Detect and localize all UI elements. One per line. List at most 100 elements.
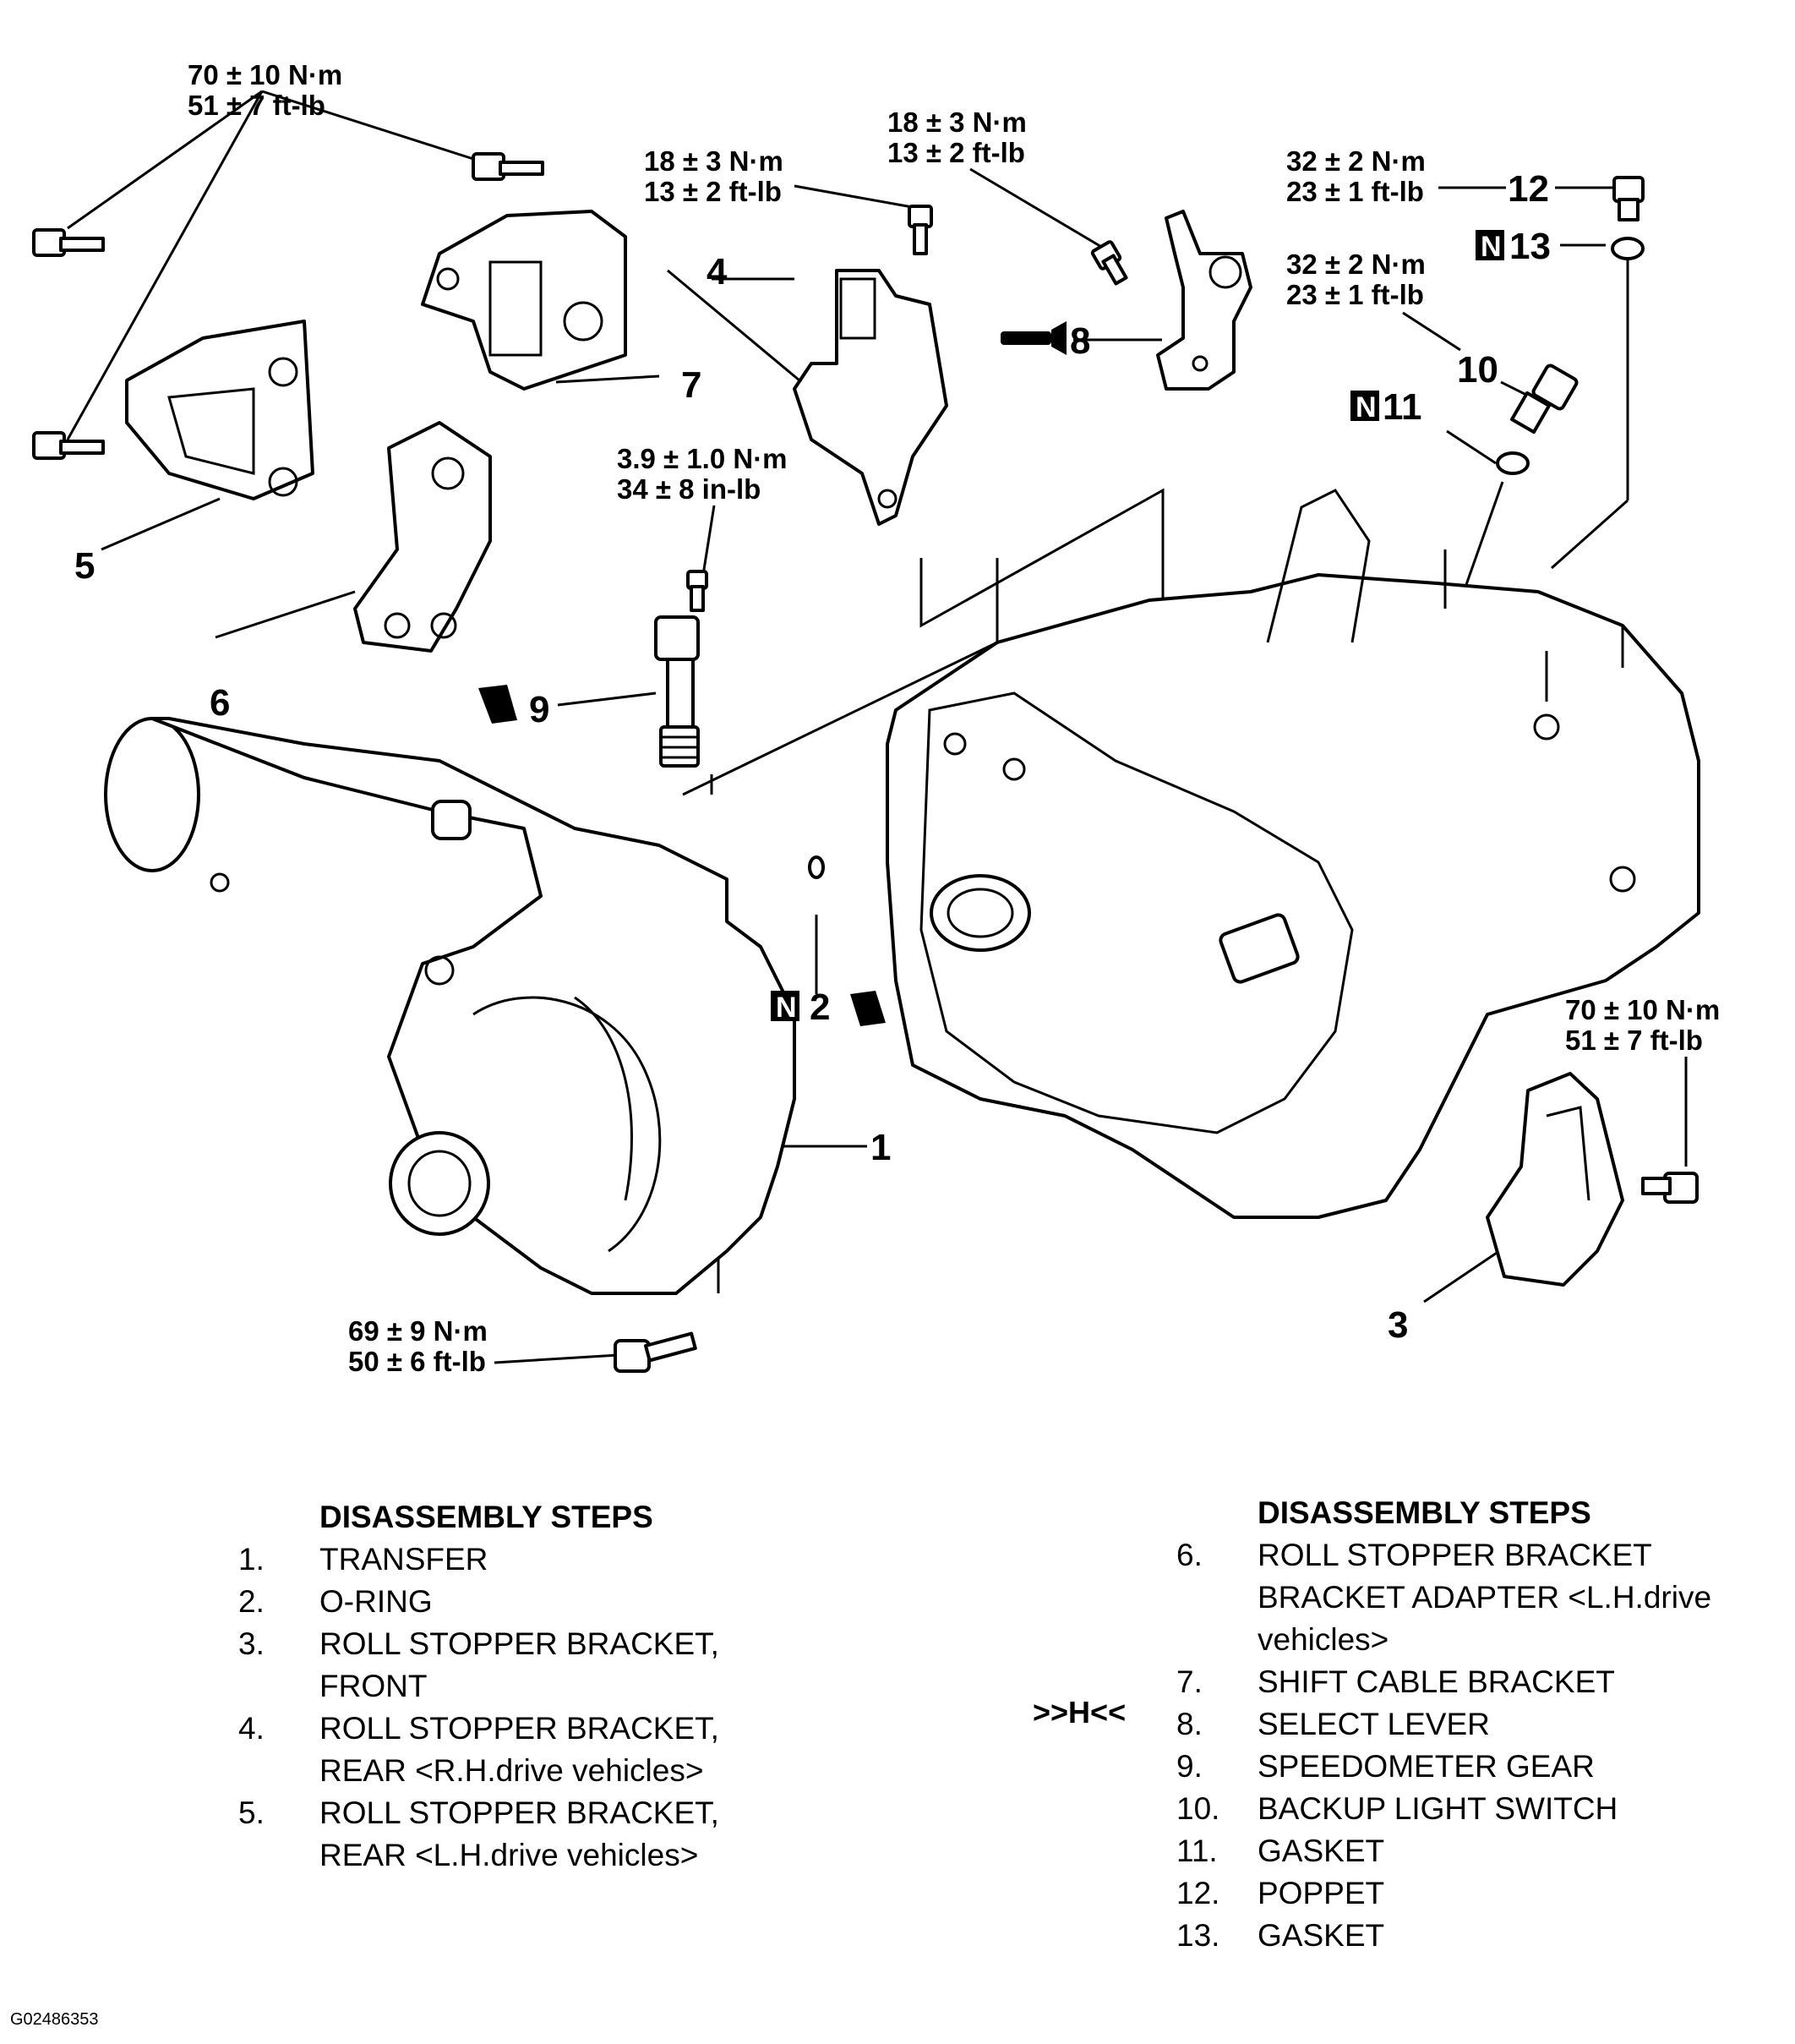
- callout-5: 5: [74, 545, 95, 587]
- bracket-bolt: [1090, 240, 1128, 286]
- step-label: O-RING: [319, 1584, 433, 1619]
- select-lever: [1156, 210, 1252, 391]
- step-label: BACKUP LIGHT SWITCH: [1258, 1791, 1618, 1826]
- step-label: FRONT: [319, 1669, 428, 1703]
- step-item-continued: REAR <L.H.drive vehicles>: [238, 1834, 813, 1877]
- step-label: GASKET: [1258, 1834, 1385, 1868]
- bracket-bolt: [472, 152, 544, 181]
- step-number: 2.: [238, 1584, 265, 1619]
- step-item: 4. ROLL STOPPER BRACKET,: [238, 1708, 813, 1750]
- torque-transfer-bolt-imperial: 50 ± 6 ft-lb: [348, 1346, 486, 1377]
- callout-7: 7: [681, 364, 701, 406]
- torque-bolt-8-metric: 18 ± 3 N·m: [887, 107, 1027, 138]
- callout-11: 11: [1383, 386, 1422, 428]
- step-number: 11.: [1176, 1834, 1218, 1868]
- disassembly-steps-right: DISASSEMBLY STEPS 6. ROLL STOPPER BRACKE…: [1176, 1492, 1768, 1957]
- step-number: 13.: [1176, 1918, 1220, 1953]
- new-part-mark-13: N: [1476, 230, 1504, 263]
- step-number: 1.: [238, 1542, 265, 1577]
- grease-icon: [850, 991, 886, 1026]
- step-number: 5.: [238, 1795, 265, 1830]
- step-item: 1. TRANSFER: [238, 1538, 813, 1581]
- step-label: REAR <L.H.drive vehicles>: [319, 1838, 699, 1872]
- step-label: SELECT LEVER: [1258, 1707, 1490, 1741]
- step-label: REAR <R.H.drive vehicles>: [319, 1753, 704, 1788]
- step-number: 6.: [1176, 1538, 1203, 1572]
- torque-front-bracket-imperial: 51 ± 7 ft-lb: [1565, 1025, 1703, 1056]
- new-part-mark-11: N: [1350, 391, 1379, 424]
- torque-bolt-7-imperial: 13 ± 2 ft-lb: [644, 176, 782, 207]
- step-item-continued: FRONT: [238, 1665, 813, 1708]
- new-part-mark-2: N: [771, 991, 799, 1024]
- front-bracket-bolt: [1641, 1172, 1699, 1204]
- callout-9: 9: [529, 689, 549, 730]
- step-item: 13. GASKET: [1176, 1915, 1768, 1957]
- torque-poppet-metric: 32 ± 2 N·m: [1286, 145, 1426, 177]
- gasket-11: [1496, 451, 1530, 475]
- torque-backup-switch-imperial: 23 ± 1 ft-lb: [1286, 279, 1424, 310]
- step-label: vehicles>: [1258, 1622, 1389, 1657]
- roll-stopper-bracket-rear-lh: [125, 320, 314, 500]
- torque-bracket-bolts-metric: 70 ± 10 N·m: [188, 59, 342, 90]
- roll-stopper-bracket-front: [1486, 1072, 1624, 1287]
- step-item: 2. O-RING: [238, 1581, 813, 1623]
- callout-10: 10: [1457, 349, 1498, 391]
- step-label: TRANSFER: [319, 1542, 488, 1577]
- step-item: 8. SELECT LEVER: [1176, 1703, 1768, 1746]
- step-label: ROLL STOPPER BRACKET: [1258, 1538, 1652, 1572]
- gasket-13: [1611, 237, 1645, 260]
- speedometer-bolt: [686, 570, 708, 612]
- callout-12: 12: [1508, 168, 1549, 210]
- torque-speedo-metric: 3.9 ± 1.0 N·m: [617, 443, 788, 474]
- torque-poppet-imperial: 23 ± 1 ft-lb: [1286, 176, 1424, 207]
- callout-13: 13: [1509, 226, 1551, 267]
- roll-stopper-bracket-rear-rh: [421, 210, 627, 391]
- step-item: 5. ROLL STOPPER BRACKET,: [238, 1792, 813, 1834]
- poppet: [1612, 176, 1645, 221]
- figure-id: G02486353: [10, 2010, 99, 2029]
- callout-8: 8: [1070, 320, 1090, 362]
- step-item: 12. POPPET: [1176, 1872, 1768, 1915]
- step-label: ROLL STOPPER BRACKET,: [319, 1711, 719, 1746]
- transfer-bolt: [614, 1331, 697, 1373]
- backup-light-switch: [1510, 363, 1579, 434]
- callout-1: 1: [870, 1127, 891, 1168]
- torque-bolt-7-metric: 18 ± 3 N·m: [644, 145, 783, 177]
- step-item: 7. SHIFT CABLE BRACKET: [1176, 1661, 1768, 1703]
- step-item: 6. ROLL STOPPER BRACKET: [1176, 1534, 1768, 1577]
- step-number: 9.: [1176, 1749, 1203, 1784]
- steps-title: DISASSEMBLY STEPS: [319, 1500, 653, 1534]
- svg-text:N: N: [1356, 391, 1377, 424]
- step-item-continued: vehicles>: [1176, 1619, 1768, 1661]
- callout-2: 2: [810, 986, 830, 1028]
- step-label: ROLL STOPPER BRACKET,: [319, 1626, 719, 1661]
- speedometer-gear: [654, 615, 700, 768]
- o-ring-2: [808, 855, 825, 879]
- callout-3: 3: [1388, 1304, 1408, 1346]
- torque-speedo-imperial: 34 ± 8 in-lb: [617, 473, 761, 505]
- step-label: SHIFT CABLE BRACKET: [1258, 1664, 1615, 1699]
- step-number: 7.: [1176, 1664, 1203, 1699]
- shift-cable-bracket: [793, 269, 948, 526]
- torque-backup-switch-metric: 32 ± 2 N·m: [1286, 249, 1426, 280]
- step-number: 3.: [238, 1626, 265, 1661]
- steps-title: DISASSEMBLY STEPS: [1258, 1495, 1591, 1530]
- service-point-mark: >>H<<: [1033, 1695, 1127, 1730]
- disassembly-steps-left: DISASSEMBLY STEPS 1. TRANSFER 2. O-RING …: [238, 1496, 813, 1877]
- step-label: SPEEDOMETER GEAR: [1258, 1749, 1595, 1784]
- step-number: 12.: [1176, 1876, 1220, 1910]
- torque-bolt-8-imperial: 13 ± 2 ft-lb: [887, 137, 1025, 168]
- roll-stopper-bracket-adapter: [353, 421, 492, 653]
- bracket-bolt: [32, 228, 105, 257]
- step-item: 10. BACKUP LIGHT SWITCH: [1176, 1788, 1768, 1830]
- transaxle-case: [886, 489, 1700, 1219]
- step-item: 3. ROLL STOPPER BRACKET,: [238, 1623, 813, 1665]
- grease-icon: [1001, 321, 1067, 355]
- torque-front-bracket-metric: 70 ± 10 N·m: [1565, 994, 1720, 1025]
- grease-icon: [478, 685, 517, 724]
- step-item-continued: BRACKET ADAPTER <L.H.drive: [1176, 1577, 1768, 1619]
- bracket-bolt: [908, 205, 933, 255]
- exploded-view-diagram: 70 ± 10 N·m 51 ± 7 ft-lb 18 ± 3 N·m 13 ±…: [32, 59, 1720, 1377]
- callout-6: 6: [210, 682, 230, 724]
- step-label: ROLL STOPPER BRACKET,: [319, 1795, 719, 1830]
